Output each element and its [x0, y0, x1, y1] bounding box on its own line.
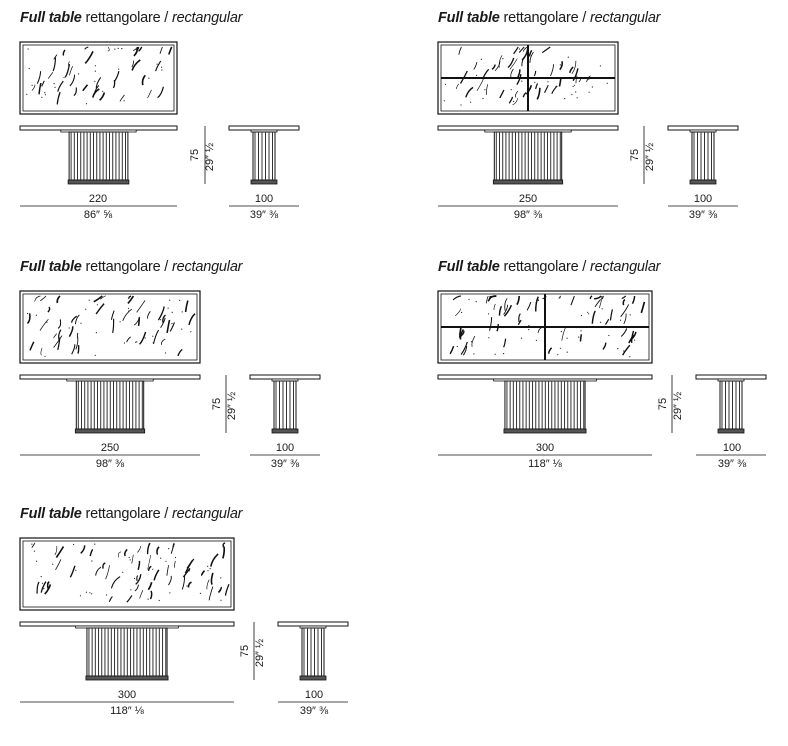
side-column — [691, 131, 715, 181]
front-column — [68, 131, 129, 181]
fluted-column-lines — [77, 381, 143, 429]
side-base-plinth — [689, 179, 717, 185]
height-in-label: 29″ ½ — [644, 142, 656, 172]
table-top-inner-frame — [22, 44, 175, 112]
length-in-label: 86″ ⅝ — [83, 209, 113, 221]
marble-veins — [443, 46, 608, 106]
panel-title: Full table rettangolare / rectangular — [20, 506, 243, 522]
width-cm-label: 100 — [275, 442, 295, 454]
side-base-plinth — [271, 428, 299, 434]
side-tabletop-slab — [228, 125, 300, 131]
width-cm-label: 100 — [693, 193, 713, 205]
fluted-column-lines — [275, 381, 294, 429]
table-drawing — [19, 290, 321, 456]
length-cm-label: 300 — [117, 689, 137, 701]
width-in-label: 39″ ⅜ — [688, 209, 718, 221]
side-column — [273, 380, 297, 430]
marble-veins — [449, 295, 646, 358]
width-cm-label: 100 — [722, 442, 742, 454]
side-tabletop-slab — [249, 374, 321, 380]
width-in-label: 39″ ⅜ — [717, 458, 747, 470]
front-tabletop-slab — [437, 125, 619, 131]
table-panel-4: Full table rettangolare / rectangular 75… — [437, 259, 788, 499]
length-in-label: 118″ ⅛ — [528, 458, 562, 470]
length-cm-label: 250 — [100, 442, 120, 454]
side-base-plinth — [717, 428, 745, 434]
side-column — [252, 131, 276, 181]
height-in-label: 29″ ½ — [226, 391, 238, 421]
side-column — [719, 380, 743, 430]
height-in-label: 29″ ½ — [254, 638, 266, 668]
length-in-label: 98″ ⅜ — [513, 209, 543, 221]
table-top-inner-frame — [22, 540, 232, 608]
width-cm-label: 100 — [254, 193, 274, 205]
side-base-plinth — [299, 675, 327, 681]
height-cm-label: 75 — [211, 397, 223, 411]
front-base-plinth — [85, 675, 169, 681]
front-tabletop-slab — [19, 125, 178, 131]
table-panel-2: Full table rettangolare / rectangular 75… — [437, 10, 788, 250]
side-tabletop-slab — [695, 374, 767, 380]
width-in-label: 39″ ⅜ — [249, 209, 279, 221]
table-drawing — [437, 41, 739, 207]
length-in-label: 98″ ⅜ — [95, 458, 125, 470]
width-in-label: 39″ ⅜ — [299, 705, 329, 717]
side-tabletop-slab — [667, 125, 739, 131]
fluted-column-lines — [721, 381, 740, 429]
front-tabletop-slab — [437, 374, 653, 380]
front-base-plinth — [503, 428, 587, 434]
table-top-inner-frame — [22, 293, 198, 361]
width-in-label: 39″ ⅜ — [270, 458, 300, 470]
table-drawing — [19, 41, 300, 207]
fluted-column-lines — [693, 132, 712, 180]
height-cm-label: 75 — [239, 644, 251, 658]
panel-title: Full table rettangolare / rectangular — [438, 10, 661, 26]
fluted-column-lines — [506, 381, 585, 429]
front-base-plinth — [67, 179, 130, 185]
front-tabletop-slab — [19, 374, 201, 380]
fluted-column-lines — [495, 132, 561, 180]
length-cm-label: 220 — [88, 193, 108, 205]
fluted-column-lines — [303, 628, 322, 676]
front-base-plinth — [492, 179, 564, 185]
table-panel-1: Full table rettangolare / rectangular 75… — [19, 10, 380, 250]
marble-veins — [31, 542, 230, 603]
height-cm-label: 75 — [629, 148, 641, 162]
table-panel-5: Full table rettangolare / rectangular 75… — [19, 506, 380, 746]
fluted-column-lines — [88, 628, 167, 676]
width-cm-label: 100 — [304, 689, 324, 701]
panel-title: Full table rettangolare / rectangular — [20, 259, 243, 275]
fluted-column-lines — [254, 132, 273, 180]
marble-veins — [26, 46, 173, 105]
length-cm-label: 300 — [535, 442, 555, 454]
side-tabletop-slab — [277, 621, 349, 627]
front-tabletop-slab — [19, 621, 235, 627]
length-in-label: 118″ ⅛ — [110, 705, 144, 717]
table-drawing — [437, 290, 767, 456]
length-cm-label: 250 — [518, 193, 538, 205]
marble-veins — [26, 295, 196, 357]
side-column — [301, 627, 325, 677]
height-in-label: 29″ ½ — [672, 391, 684, 421]
front-base-plinth — [74, 428, 146, 434]
side-base-plinth — [250, 179, 278, 185]
height-cm-label: 75 — [657, 397, 669, 411]
panel-title: Full table rettangolare / rectangular — [438, 259, 661, 275]
panel-title: Full table rettangolare / rectangular — [20, 10, 243, 26]
table-drawing — [19, 537, 349, 703]
table-panel-3: Full table rettangolare / rectangular 75… — [19, 259, 380, 499]
height-in-label: 29″ ½ — [204, 142, 216, 172]
height-cm-label: 75 — [189, 148, 201, 162]
fluted-column-lines — [70, 132, 127, 180]
